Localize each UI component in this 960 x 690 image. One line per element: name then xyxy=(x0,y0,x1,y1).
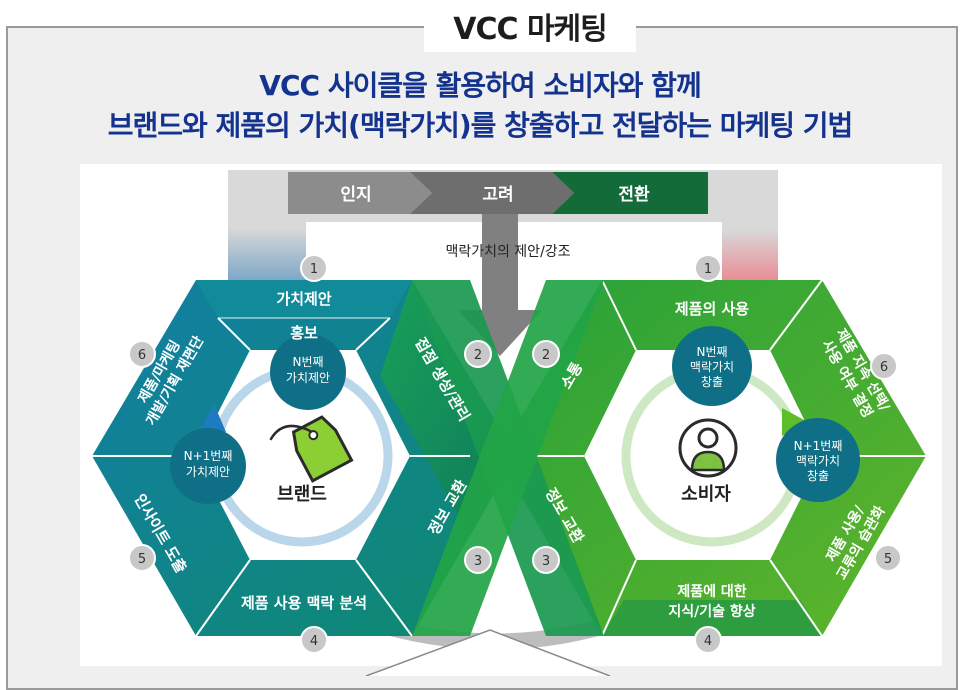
brand-circle-n-line1: N번째 xyxy=(292,355,323,369)
number-badges xyxy=(128,254,902,654)
brand-number-4: 4 xyxy=(310,634,318,649)
headline-line-1: VCC 사이클을 활용하여 소비자와 함께 xyxy=(259,69,701,102)
consumer-number-3: 3 xyxy=(542,554,550,569)
brand-cycle-arrow-head xyxy=(200,404,226,432)
consumer-cycle-arrow-head xyxy=(782,408,808,436)
left-down-flow xyxy=(228,230,306,282)
bottom-callout xyxy=(365,629,611,676)
stage-label-awareness: 인지 xyxy=(340,185,371,205)
consumer-circle-n-line2: 맥락가치 xyxy=(690,360,734,374)
consumer-number-6: 6 xyxy=(880,360,888,375)
stage-label-consideration: 고려 xyxy=(482,185,513,205)
consumer-circle-n1 xyxy=(776,418,860,502)
brand-number-5: 5 xyxy=(138,552,146,567)
brand-top-label-2: 홍보 xyxy=(290,324,318,342)
page-title: VCC 마케팅 xyxy=(424,0,636,52)
stage-arrow-3 xyxy=(552,172,708,214)
stage-arrow-1 xyxy=(288,172,432,214)
brand-number-1: 1 xyxy=(310,262,318,277)
person-icon xyxy=(678,418,738,478)
consumer-number-2: 2 xyxy=(542,348,550,363)
stage-arrow-2 xyxy=(410,172,574,214)
consumer-circle-n1-line1: N+1번째 xyxy=(794,439,843,453)
stage-label-conversion: 전환 xyxy=(618,185,650,205)
brand-number-2: 2 xyxy=(474,348,482,363)
consumer-bottom-label: 제품에 대한 지식/기술 향상 xyxy=(668,584,755,620)
brand-circle-n1-line2: 가치제안 xyxy=(186,465,230,479)
center-label: 맥락가치의 제안/강조 xyxy=(445,244,570,260)
right-down-flow xyxy=(722,230,778,282)
headline-line-2: 브랜드와 제품의 가치(맥락가치)를 창출하고 전달하는 마케팅 기법 xyxy=(107,109,854,142)
consumer-circle-n1-line3: 창출 xyxy=(807,469,829,483)
consumer-number-5: 5 xyxy=(884,552,892,567)
tag-icon xyxy=(269,415,354,483)
brand-circle-n1-line1: N+1번째 xyxy=(184,449,233,463)
consumer-number-1: 1 xyxy=(704,262,712,277)
brand-number-3: 3 xyxy=(474,554,482,569)
consumer-circle-n xyxy=(672,326,752,406)
consumer-name: 소비자 xyxy=(681,484,731,505)
consumer-circle-n1-line2: 맥락가치 xyxy=(796,454,840,468)
consumer-top-label: 제품의 사용 xyxy=(675,300,749,318)
brand-circle-n-line2: 가치제안 xyxy=(286,371,330,385)
consumer-number-4: 4 xyxy=(704,634,712,649)
crossing-band-up xyxy=(412,280,604,636)
vcc-cycle-diagram: 인지 고려 전환 맥락가치의 제안/강조 xyxy=(70,160,942,676)
brand-top-label-1: 가치제안 xyxy=(276,290,331,308)
consumer-circle-n-line3: 창출 xyxy=(701,375,723,389)
brand-circle-n1 xyxy=(170,428,246,504)
svg-text:제품에 대한: 제품에 대한 xyxy=(677,584,746,600)
brand-circle-n xyxy=(270,334,346,410)
brand-number-6: 6 xyxy=(138,348,146,363)
brand-name: 브랜드 xyxy=(277,484,327,505)
brand-bottom-label: 제품 사용 맥락 분석 xyxy=(241,594,367,612)
consumer-circle-n-line1: N번째 xyxy=(696,345,727,359)
svg-text:지식/기술 향상: 지식/기술 향상 xyxy=(668,603,755,620)
